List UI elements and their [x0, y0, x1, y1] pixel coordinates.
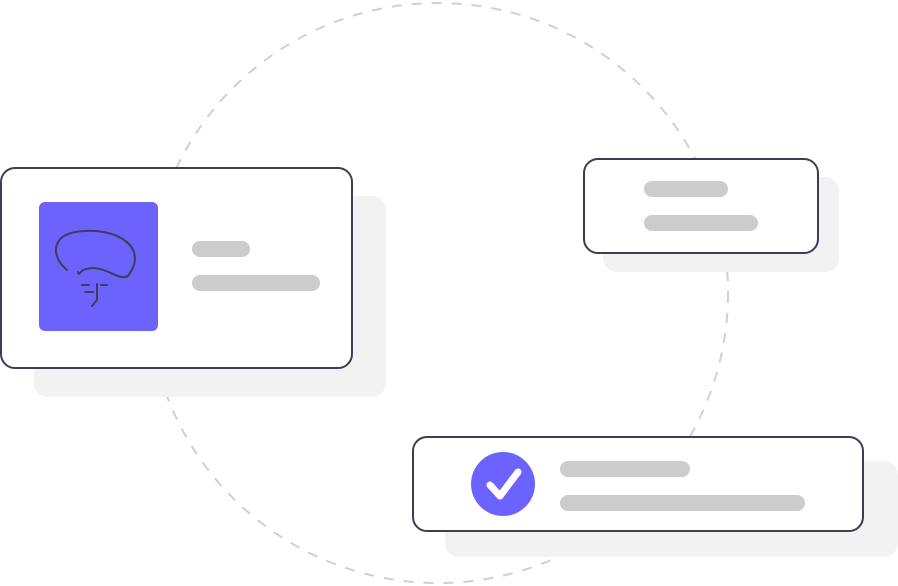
face-line-art-icon: [54, 229, 136, 307]
dashed-orbit-ring: [147, 2, 729, 584]
profile-detail-placeholder: [192, 275, 320, 291]
success-card: [412, 436, 898, 557]
profile-name-placeholder: [192, 241, 250, 257]
success-detail-placeholder: [560, 495, 805, 511]
text-card: [583, 158, 839, 272]
checkmark-circle-icon: [471, 452, 535, 516]
profile-card: [0, 167, 386, 397]
text-card-body: [583, 158, 819, 254]
success-title-placeholder: [560, 461, 690, 477]
text-line-placeholder-1: [644, 181, 728, 197]
avatar-frame: [39, 202, 158, 331]
text-line-placeholder-2: [644, 215, 758, 231]
